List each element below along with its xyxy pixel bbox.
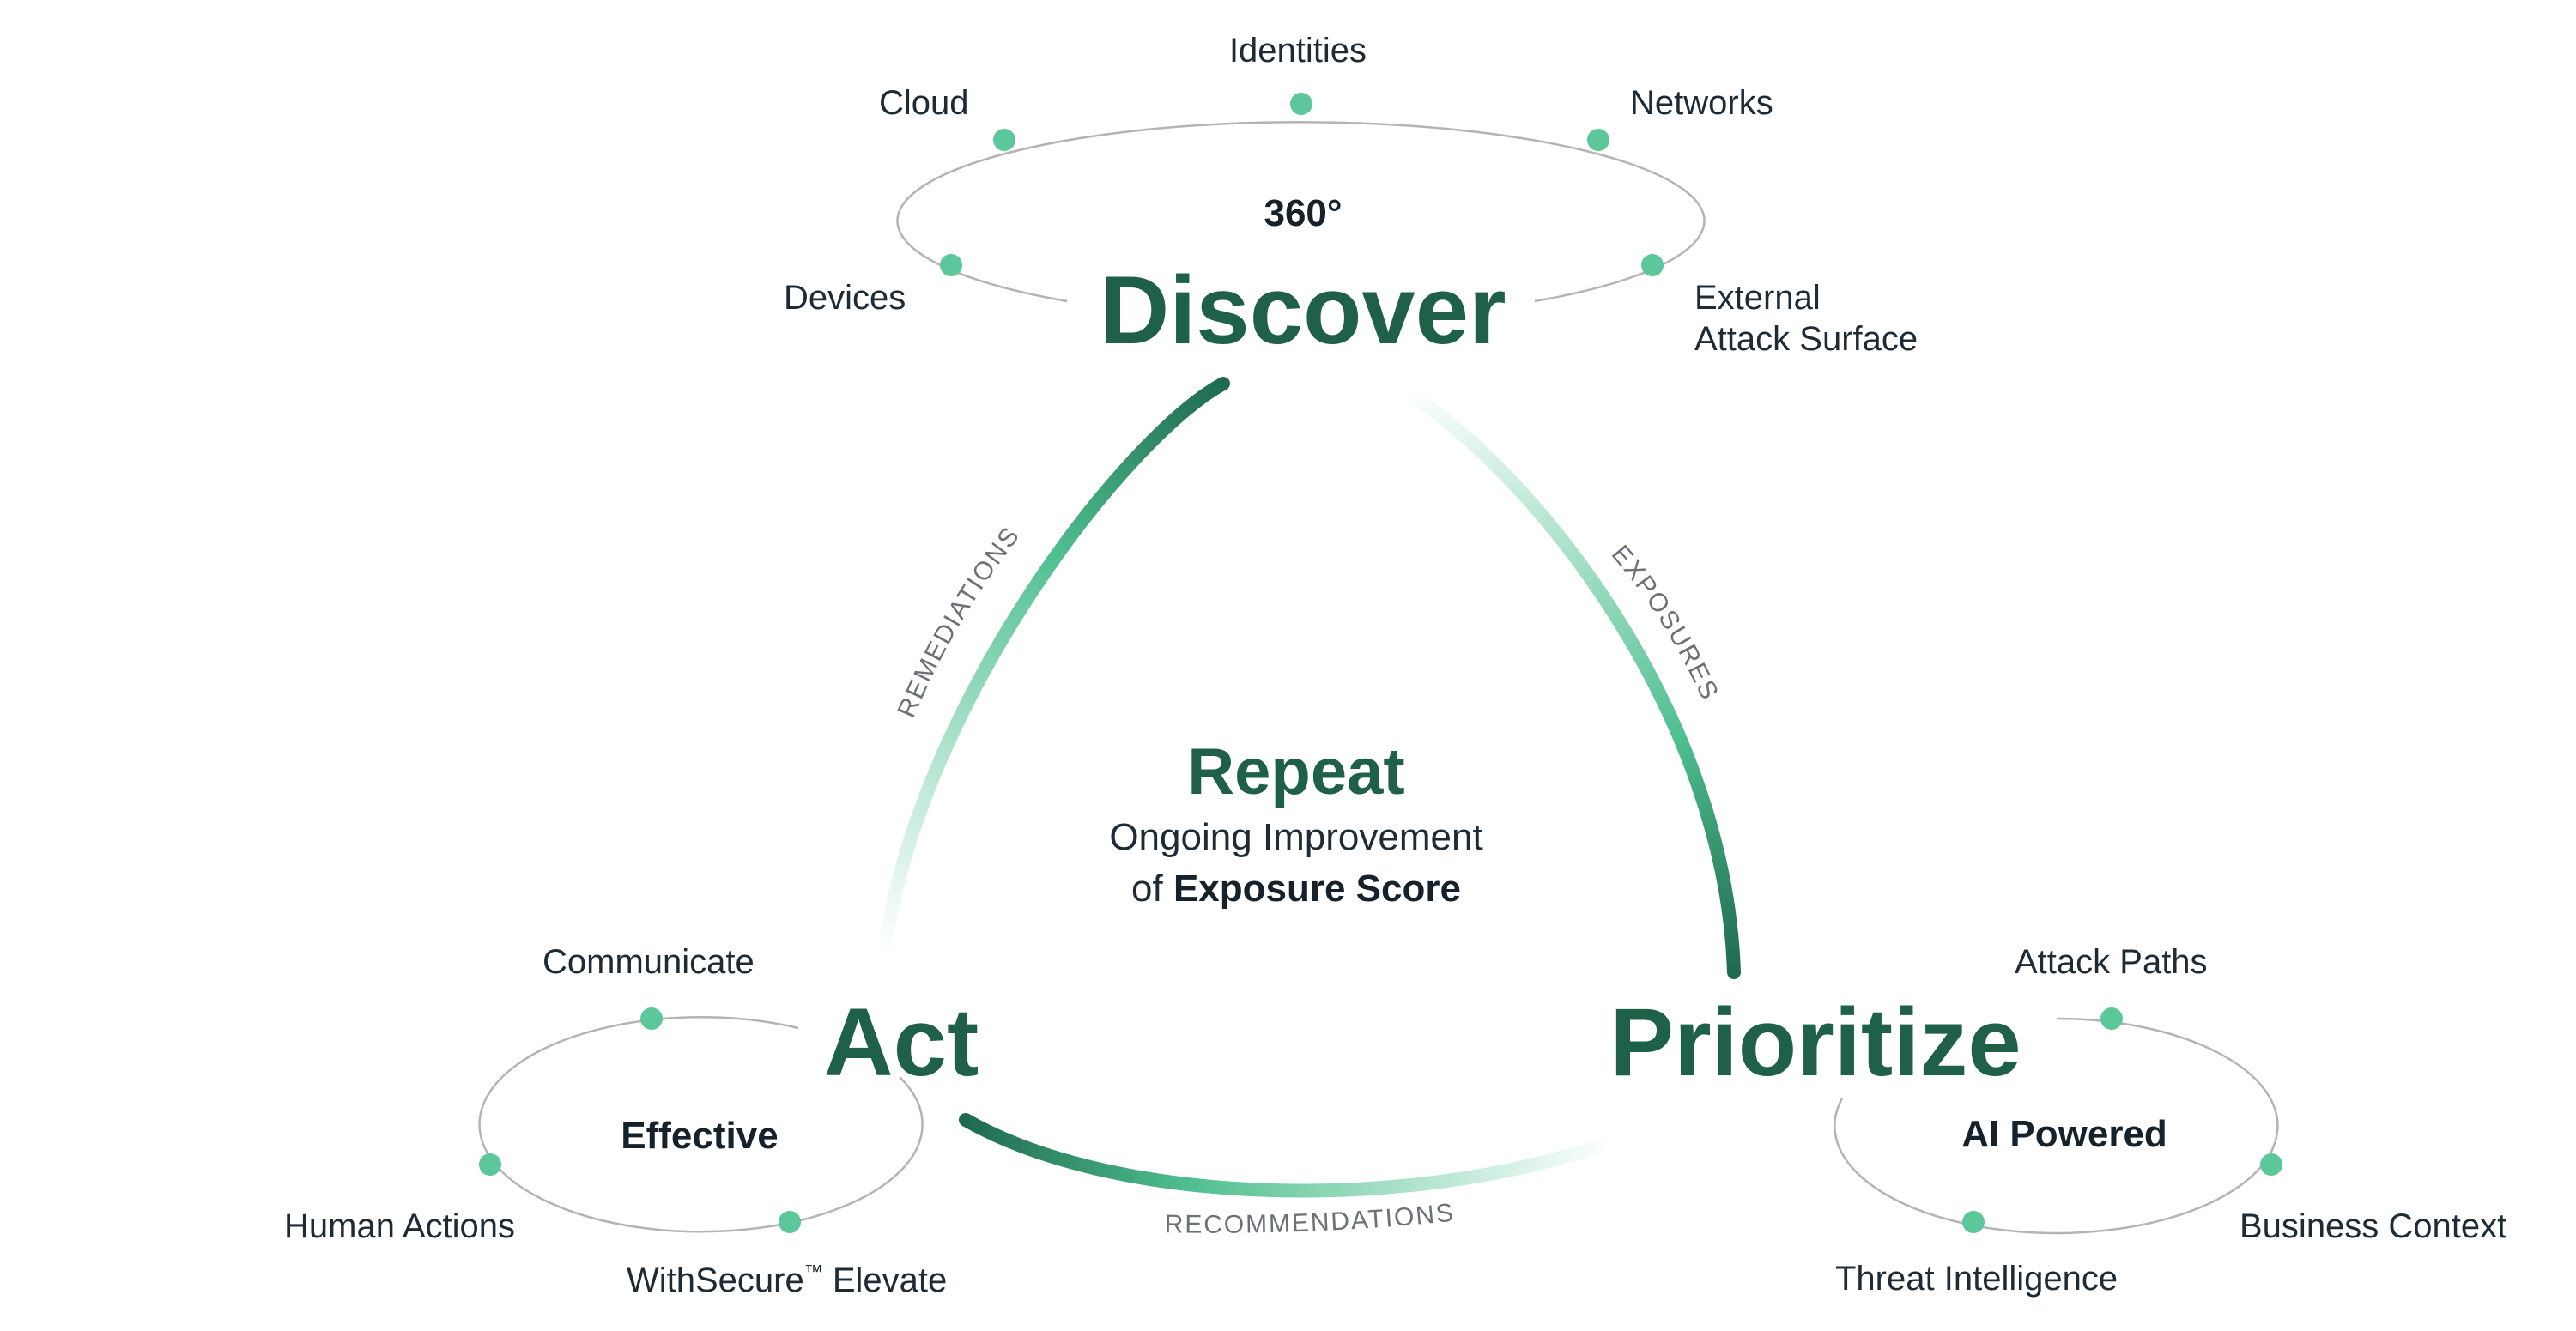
business-context-dot — [2260, 1153, 2282, 1176]
elevate-label: WithSecure™ Elevate — [627, 1261, 947, 1299]
networks-dot — [1587, 129, 1609, 151]
elevate-dot — [779, 1211, 801, 1233]
communicate-dot — [640, 1007, 663, 1030]
external-label: External — [1694, 279, 1821, 317]
act-ring — [478, 1007, 924, 1233]
attack-surface-label: Attack Surface — [1694, 320, 1918, 358]
devices-dot — [940, 254, 962, 276]
prioritize-ring — [1834, 1007, 2282, 1235]
discover-ring — [896, 93, 1706, 303]
attack-paths-dot — [2100, 1007, 2123, 1030]
cloud-dot — [993, 129, 1015, 151]
networks-label: Networks — [1630, 84, 1773, 122]
business-context-label: Business Context — [2240, 1207, 2506, 1245]
repeat-title: Repeat — [1187, 735, 1404, 808]
ongoing-improvement-line: Ongoing Improvement — [1109, 816, 1482, 858]
act-subtitle: Effective — [621, 1115, 778, 1157]
threat-intelligence-dot — [1962, 1211, 1985, 1233]
recommendations-arrow — [959, 1113, 1621, 1198]
exposure-score-line: of Exposure Score — [1131, 868, 1461, 910]
external-dot — [1641, 254, 1664, 276]
cloud-label: Cloud — [879, 84, 969, 122]
identities-label: Identities — [1229, 32, 1367, 70]
devices-label: Devices — [784, 279, 906, 317]
discover-title: Discover — [1100, 257, 1506, 364]
discover-subtitle: 360° — [1264, 192, 1342, 234]
human-actions-dot — [479, 1153, 501, 1176]
exposures-arrow — [1401, 385, 1741, 979]
remediations-arrow — [877, 377, 1230, 959]
prioritize-subtitle: AI Powered — [1961, 1113, 2167, 1155]
identities-dot — [1290, 93, 1312, 115]
threat-intelligence-label: Threat Intelligence — [1835, 1260, 2118, 1298]
recommendations-caption: RECOMMENDATIONS — [1164, 1199, 1456, 1239]
act-title: Act — [824, 989, 979, 1096]
human-actions-label: Human Actions — [284, 1207, 515, 1245]
communicate-label: Communicate — [542, 943, 755, 981]
attack-paths-label: Attack Paths — [2015, 943, 2208, 981]
prioritize-title: Prioritize — [1609, 989, 2021, 1096]
